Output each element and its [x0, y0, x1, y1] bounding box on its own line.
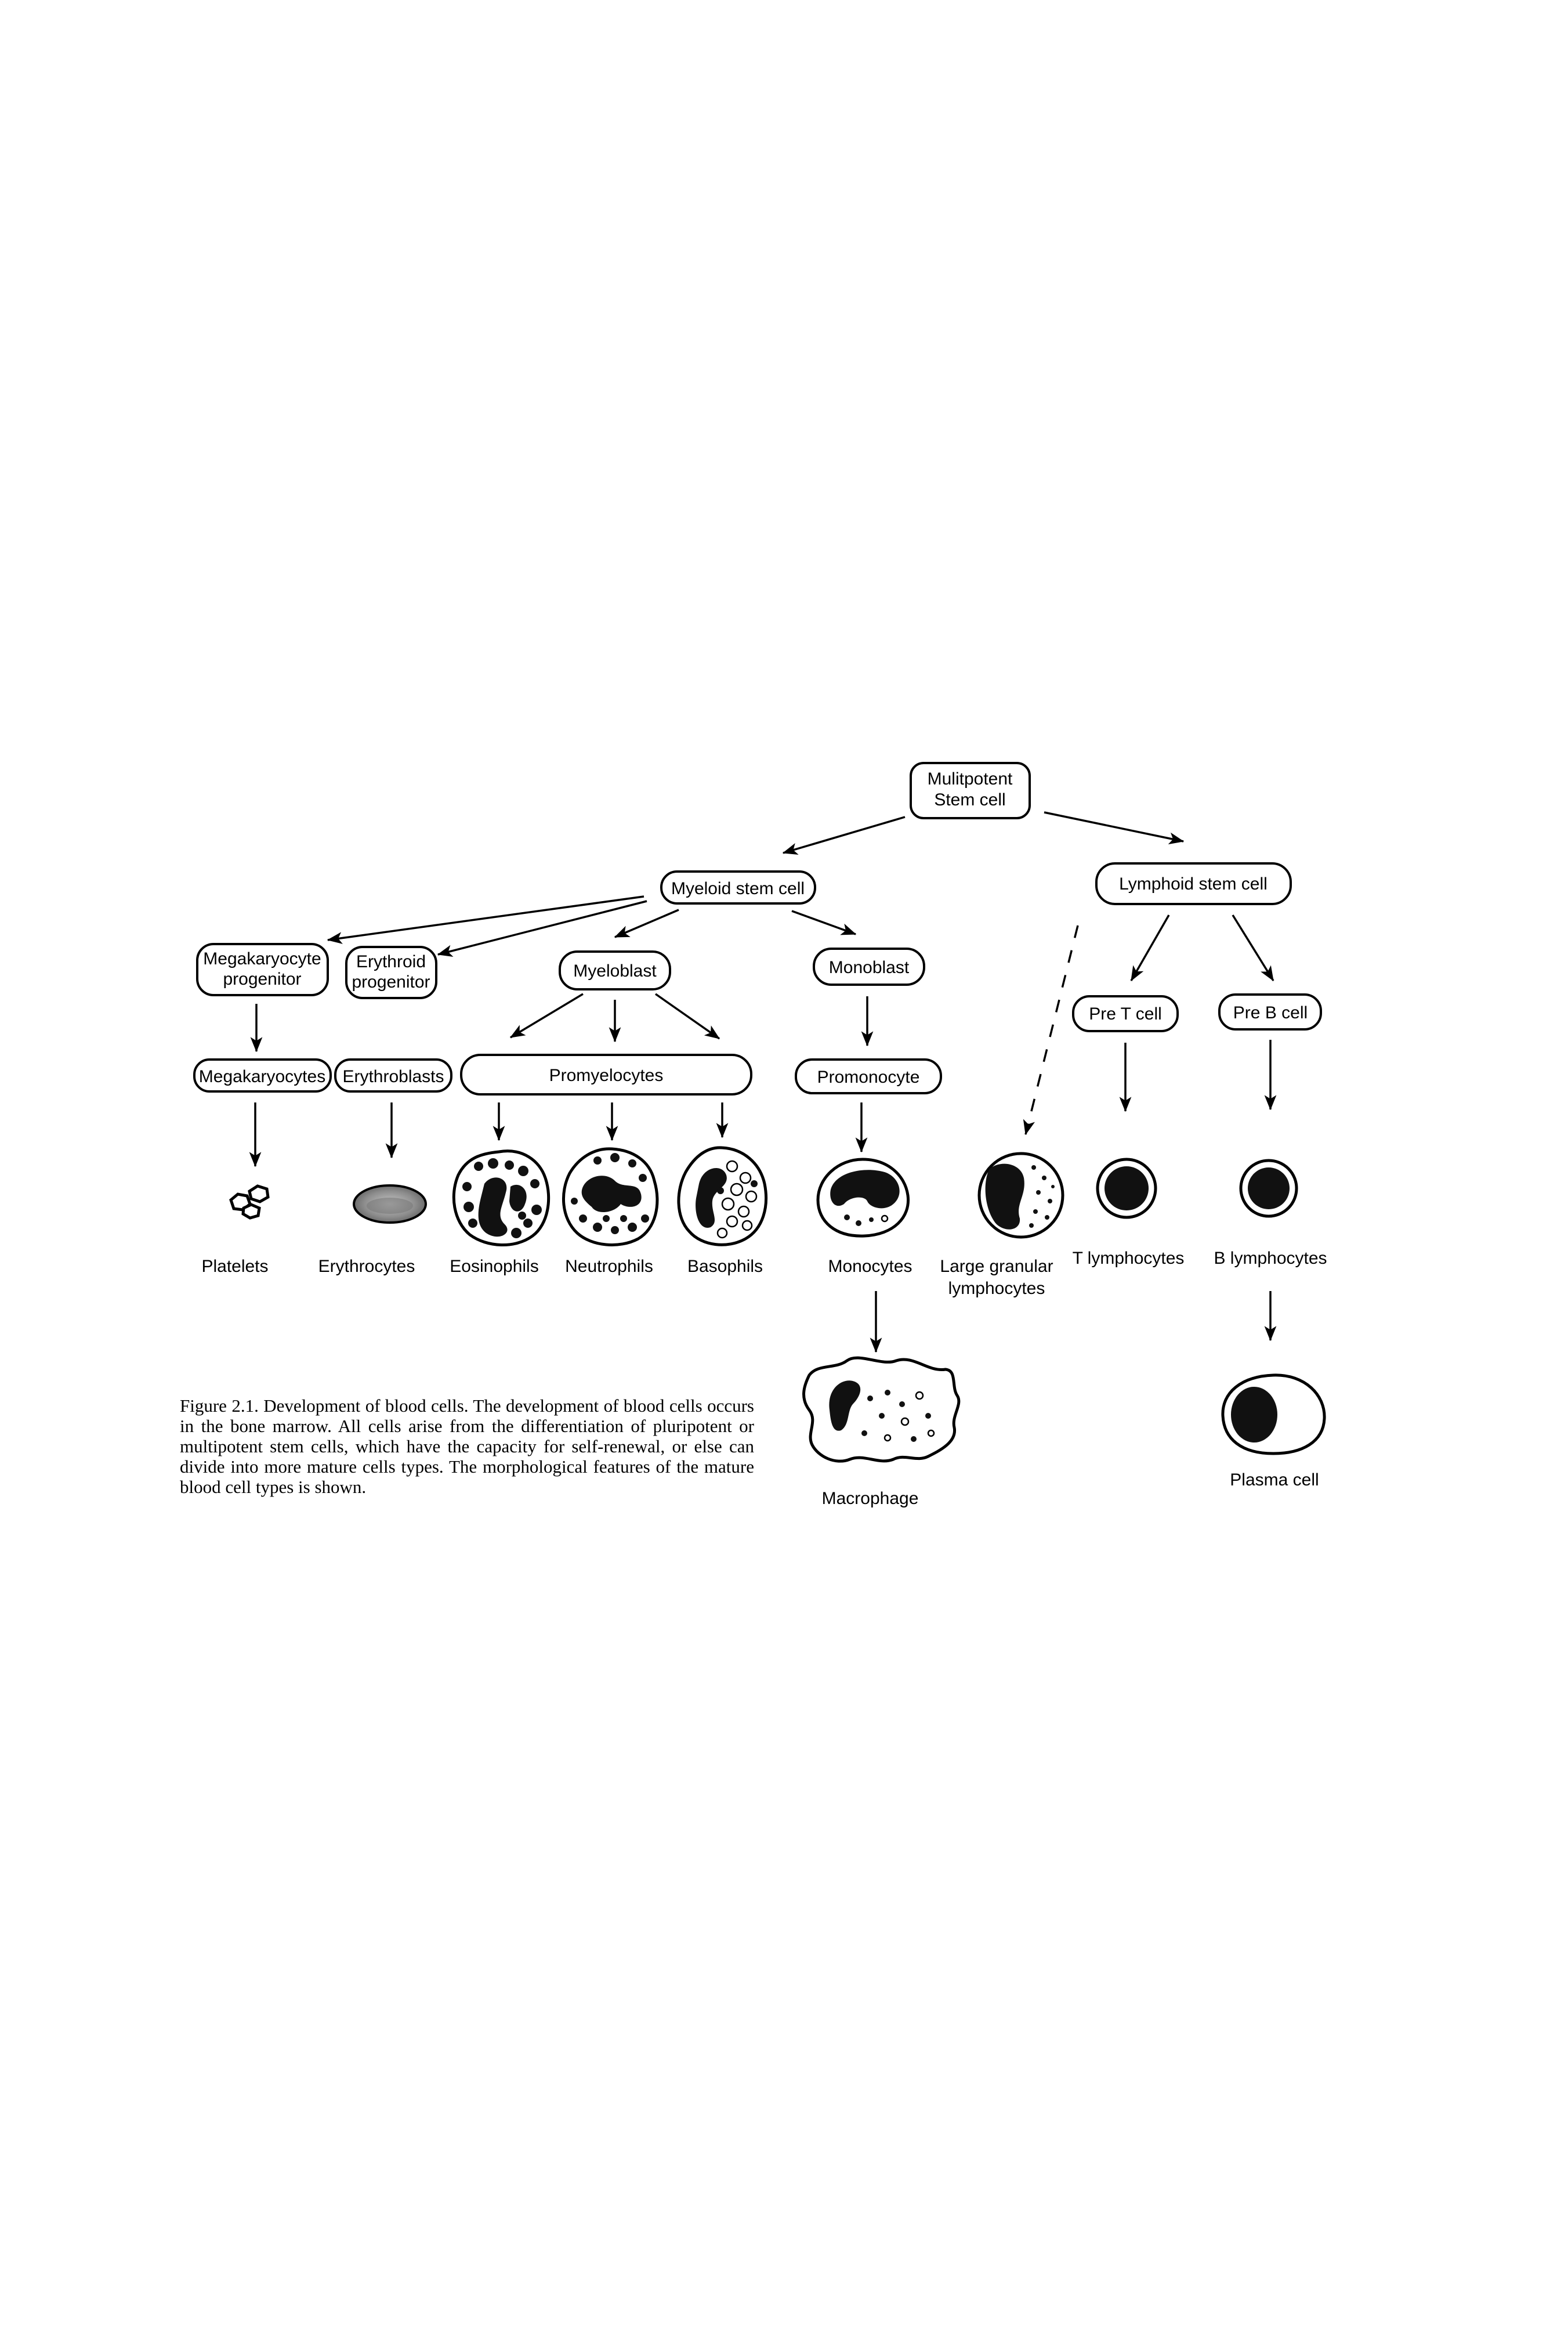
arrow-multipotent-to-myeloid [782, 816, 906, 855]
megakaryocyte-progenitor-line2: progenitor [223, 970, 301, 989]
promyelocytes-label: Promyelocytes [549, 1066, 664, 1085]
eosinophil-illustration [452, 1149, 551, 1246]
promonocyte-label: Promonocyte [817, 1068, 920, 1087]
neutrophil-illustration [562, 1147, 659, 1246]
arrow-myeloid-to-megakaryocyte-progenitor [327, 895, 644, 944]
arrow-lymphoid-to-pre-b [1232, 914, 1274, 982]
arrow-myeloid-to-monoblast [791, 910, 857, 935]
arrow-multipotent-to-lymphoid [1044, 811, 1185, 845]
b-lymphocyte-illustration [1239, 1159, 1298, 1218]
myeloblast-label: Myeloblast [573, 961, 657, 981]
plasma-cell-label: Plasma cell [1230, 1470, 1319, 1489]
arrow-myeloblast-to-promyelocytes-right [654, 993, 720, 1040]
promonocyte-node: Promonocyte [795, 1058, 942, 1094]
figure-caption: Figure 2.1. Development of blood cells. … [180, 1395, 754, 1497]
multipotent-label-line1: Mulitpotent [928, 769, 1013, 789]
arrow-myeloblast-to-promyelocytes-left [509, 993, 584, 1039]
erythroid-progenitor-line1: Erythroid [356, 952, 426, 971]
neutrophils-label: Neutrophils [565, 1257, 653, 1276]
multipotent-label-line2: Stem cell [934, 790, 1005, 809]
erythroblasts-node: Erythroblasts [334, 1058, 452, 1093]
platelets-label: Platelets [201, 1257, 268, 1276]
megakaryocytes-node: Megakaryocytes [193, 1058, 332, 1093]
erythroblasts-label: Erythroblasts [342, 1067, 444, 1086]
megakaryocyte-progenitor-line1: Megakaryocyte [203, 949, 321, 968]
macrophage-label: Macrophage [822, 1489, 919, 1508]
lymphoid-stem-cell-node: Lymphoid stem cell [1095, 862, 1292, 905]
lineage-arrows [249, 811, 1277, 1353]
erythroid-progenitor-line2: progenitor [352, 972, 430, 992]
lgl-label-line2: lymphocytes [948, 1279, 1045, 1298]
megakaryocyte-progenitor-node: Megakaryocyte progenitor [196, 943, 329, 996]
large-granular-lymphocyte-illustration [977, 1152, 1064, 1239]
pre-t-label: Pre T cell [1089, 1004, 1162, 1024]
arrow-lymphoid-to-pre-t [1130, 914, 1170, 982]
multipotent-stem-cell-node: Mulitpotent Stem cell [910, 762, 1031, 819]
megakaryocytes-label: Megakaryocytes [199, 1067, 325, 1086]
myeloid-stem-cell-node: Myeloid stem cell [660, 870, 816, 905]
myeloblast-node: Myeloblast [559, 950, 671, 990]
monoblast-label: Monoblast [829, 958, 910, 977]
platelets-illustration [229, 1184, 270, 1220]
t-lymphocyte-illustration [1096, 1158, 1157, 1219]
monoblast-node: Monoblast [813, 948, 925, 986]
plasma-cell-illustration [1221, 1373, 1326, 1455]
basophil-illustration [677, 1146, 767, 1246]
cell-labels: Platelets Erythrocytes Eosinophils Neutr… [201, 1249, 1327, 1508]
monocytes-label: Monocytes [828, 1257, 912, 1276]
erythrocyte-illustration [353, 1184, 427, 1224]
myeloid-label: Myeloid stem cell [671, 879, 805, 898]
t-lymphocytes-label: T lymphocytes [1073, 1249, 1185, 1268]
macrophage-illustration [802, 1356, 961, 1463]
monocyte-illustration [816, 1158, 910, 1238]
arrow-myeloid-to-myeloblast [614, 909, 679, 938]
lgl-label-line1: Large granular [940, 1257, 1053, 1276]
dashed-arrow-lymphoid-to-lgl [1023, 925, 1079, 1136]
eosinophils-label: Eosinophils [450, 1257, 538, 1276]
basophils-label: Basophils [687, 1257, 763, 1276]
lymphoid-label: Lymphoid stem cell [1119, 874, 1268, 894]
arrow-myeloid-to-erythroid-progenitor [437, 900, 647, 957]
promyelocytes-node: Promyelocytes [460, 1054, 752, 1096]
pre-b-cell-node: Pre B cell [1218, 993, 1322, 1031]
erythroid-progenitor-node: Erythroid progenitor [345, 946, 437, 999]
b-lymphocytes-label: B lymphocytes [1214, 1249, 1327, 1268]
pre-t-cell-node: Pre T cell [1072, 995, 1179, 1032]
pre-b-label: Pre B cell [1233, 1003, 1308, 1022]
erythrocytes-label: Erythrocytes [318, 1257, 415, 1276]
